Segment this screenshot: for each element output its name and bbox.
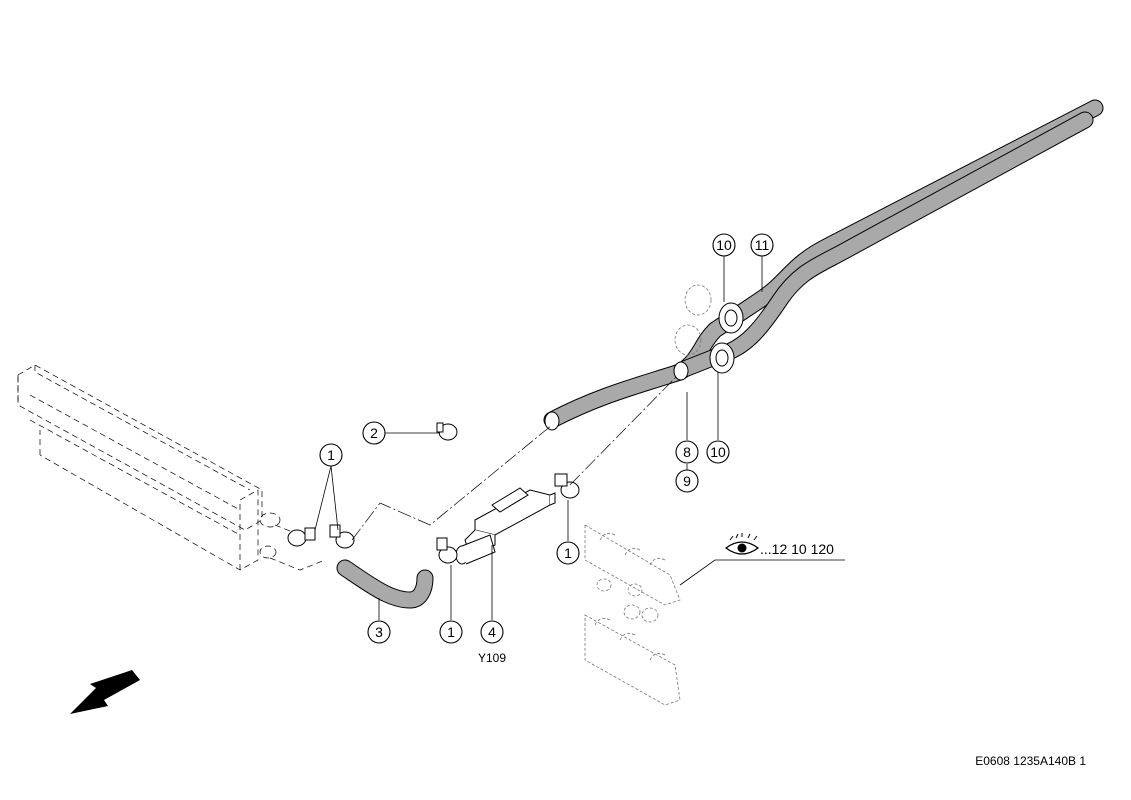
svg-text:3: 3 (375, 624, 383, 640)
arrow-down-left-icon (70, 670, 140, 714)
svg-text:10: 10 (710, 444, 726, 460)
callout-2: 2 (362, 421, 386, 445)
callout-10: 10 (712, 233, 736, 257)
hose-3 (336, 559, 434, 609)
clamp-2 (436, 422, 458, 441)
valve-4 (455, 487, 556, 565)
svg-text:11: 11 (755, 237, 770, 253)
svg-text:1: 1 (327, 447, 335, 463)
reference-text: ...12 10 120 (760, 541, 834, 557)
svg-text:2: 2 (370, 425, 378, 441)
clamp-1-right (554, 473, 580, 499)
hose-8-9 (543, 99, 1104, 429)
svg-text:1: 1 (564, 545, 572, 561)
callout-1: 1 (319, 443, 343, 467)
callout-8: 8 (675, 440, 699, 464)
svg-text:9: 9 (683, 473, 691, 489)
svg-text:1: 1 (447, 624, 455, 640)
callout-4: 4 (480, 620, 504, 644)
mounting-brackets (584, 524, 681, 706)
document-code: E0608 1235A140B 1 (975, 754, 1086, 768)
svg-text:10: 10 (716, 237, 732, 253)
eye-icon (724, 533, 760, 555)
callout-leaders (314, 256, 845, 620)
clamp-1-left-a (287, 527, 316, 547)
hose-end (544, 411, 560, 431)
grommet-10-upper (684, 284, 744, 334)
assembly-line-left (351, 424, 553, 541)
hose-end (673, 361, 689, 381)
callout-1: 1 (439, 620, 463, 644)
grommet-10-lower (674, 324, 735, 374)
svg-text:4: 4 (488, 624, 496, 640)
callout-3: 3 (367, 620, 391, 644)
assembly-line-right (569, 374, 679, 486)
svg-text:8: 8 (683, 444, 691, 460)
clamp-1-left-b (329, 524, 355, 549)
hose-11 (673, 111, 1094, 379)
part-code-label: Y109 (478, 651, 506, 665)
callout-1: 1 (556, 541, 580, 565)
heater-core (17, 364, 326, 571)
callout-9: 9 (675, 469, 699, 493)
callout-11: 11 (750, 233, 774, 257)
clamp-1-middle (436, 537, 458, 564)
callout-10: 10 (706, 440, 730, 464)
